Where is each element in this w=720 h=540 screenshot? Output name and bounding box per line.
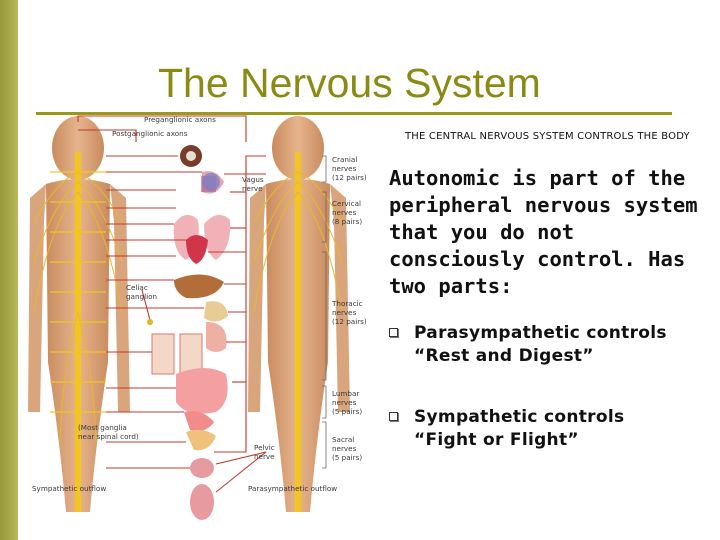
label-vagus: Vagus	[242, 175, 264, 184]
label-parasympathetic-outflow: Parasympathetic outflow	[248, 484, 337, 493]
slide-accent-bar	[0, 0, 18, 540]
label-postganglionic-axons: Postganglionic axons	[112, 129, 188, 138]
left-body-figure	[28, 116, 130, 512]
checkbox-bullet-icon	[389, 412, 398, 421]
label-lumbar: nerves	[332, 398, 357, 407]
checkbox-bullet-icon	[389, 328, 398, 337]
bullet-line: Sympathetic controls	[414, 407, 625, 427]
label-sacral: Sacral	[332, 435, 354, 444]
bullet-parasympathetic: Parasympathetic controls “Rest and Diges…	[389, 322, 709, 368]
region-brackets	[322, 155, 327, 469]
bullet-line: Parasympathetic controls	[414, 323, 667, 343]
celiac-ganglion-dot	[147, 319, 153, 325]
bullet-line: “Rest and Digest”	[414, 346, 594, 366]
title-underline	[36, 112, 672, 115]
bullet-line: “Fight or Flight”	[414, 430, 579, 450]
organs	[151, 145, 231, 520]
label-cervical: (8 pairs)	[332, 217, 362, 226]
label-thoracic: (12 pairs)	[332, 317, 367, 326]
label-thoracic: nerves	[332, 308, 357, 317]
autonomic-nervous-system-diagram: Preganglionic axons Postganglionic axons…	[26, 112, 382, 530]
body-paragraph: Autonomic is part of the peripheral nerv…	[389, 166, 698, 298]
slide-title: The Nervous System	[158, 60, 541, 106]
label-cranial: (12 pairs)	[332, 173, 367, 182]
slide-subtitle: THE CENTRAL NERVOUS SYSTEM CONTROLS THE …	[405, 131, 690, 142]
label-preganglionic-axons: Preganglionic axons	[144, 115, 216, 124]
label-sacral: (5 pairs)	[332, 453, 362, 462]
label-pelvic-nerve: nerve	[254, 452, 275, 461]
label-sacral: nerves	[332, 444, 357, 453]
label-celiac-ganglion: Celiac	[126, 283, 148, 292]
bullet-sympathetic: Sympathetic controls “Fight or Flight”	[389, 406, 709, 452]
label-most-ganglia: (Most ganglia	[78, 423, 127, 432]
label-cranial: nerves	[332, 164, 357, 173]
right-body-figure	[248, 116, 350, 512]
label-thoracic: Thoracic	[331, 299, 363, 308]
label-sympathetic-outflow: Sympathetic outflow	[32, 484, 106, 493]
label-celiac-ganglion: ganglion	[126, 292, 157, 301]
label-pelvic-nerve: Pelvic	[254, 443, 275, 452]
label-lumbar: Lumbar	[332, 389, 359, 398]
label-most-ganglia: near spinal cord)	[78, 432, 139, 441]
label-cranial: Cranial	[332, 155, 357, 164]
label-lumbar: (5 pairs)	[332, 407, 362, 416]
label-cervical: Cervical	[332, 199, 361, 208]
label-vagus: nerve	[242, 184, 263, 193]
nerve-pathways	[77, 115, 267, 493]
label-cervical: nerves	[332, 208, 357, 217]
